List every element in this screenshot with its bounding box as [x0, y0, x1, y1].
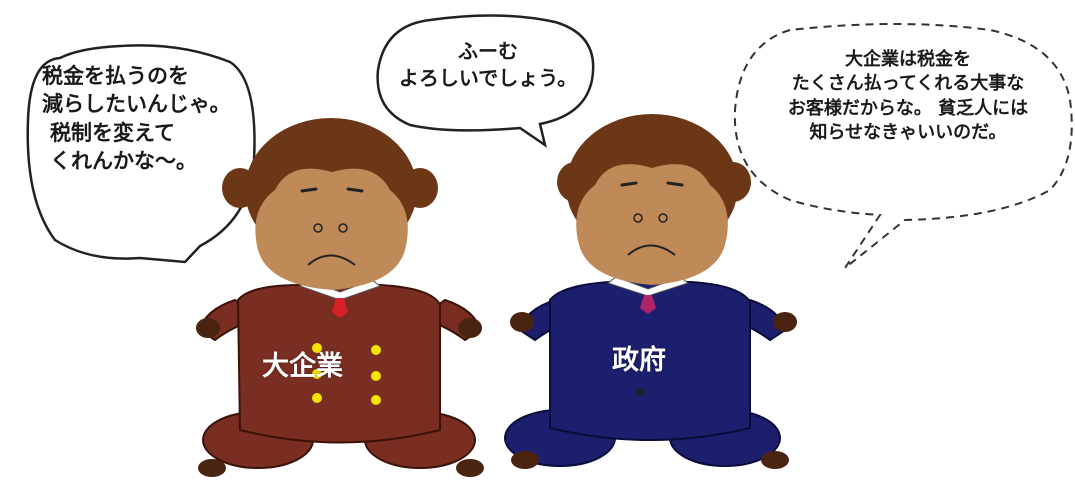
- corporation-speech-text: 税金を払うのを 減らしたいんじゃ。 税制を変えて くれんかな～。: [42, 62, 231, 175]
- government-speech-line: よろしいでしょう。: [398, 66, 578, 90]
- corporation-speech-line: 税金を払うのを: [42, 64, 189, 88]
- corporation-monkey: [196, 118, 484, 477]
- corporation-speech-line: くれんかな～。: [50, 149, 197, 174]
- corporation-speech-line: 減らしたいんじゃ。: [42, 92, 231, 117]
- corporation-label: 大企業: [262, 351, 343, 382]
- government-speech-line: ふーむ: [458, 39, 518, 63]
- government-thought-bubble: [733, 23, 1073, 269]
- government-thought-line: たくさん払ってくれる大事な: [791, 73, 1025, 95]
- government-monkey: [504, 114, 797, 469]
- government-speech-bubble: [376, 14, 595, 148]
- corporation-speech-bubble: [26, 44, 256, 264]
- corporation-speech-line: 税制を変えて: [50, 120, 175, 145]
- government-thought-line: 知らせなきゃいいのだ。: [809, 121, 1007, 143]
- government-thought-line: お客様だからな。 貧乏人には: [787, 97, 1029, 119]
- government-speech-text: ふーむ よろしいでしょう。: [398, 38, 578, 92]
- government-thought-text: 大企業は税金を たくさん払ってくれる大事な お客様だからな。 貧乏人には 知らせ…: [748, 48, 1068, 145]
- government-label: 政府: [612, 345, 666, 376]
- government-thought-line: 大企業は税金を: [845, 49, 971, 70]
